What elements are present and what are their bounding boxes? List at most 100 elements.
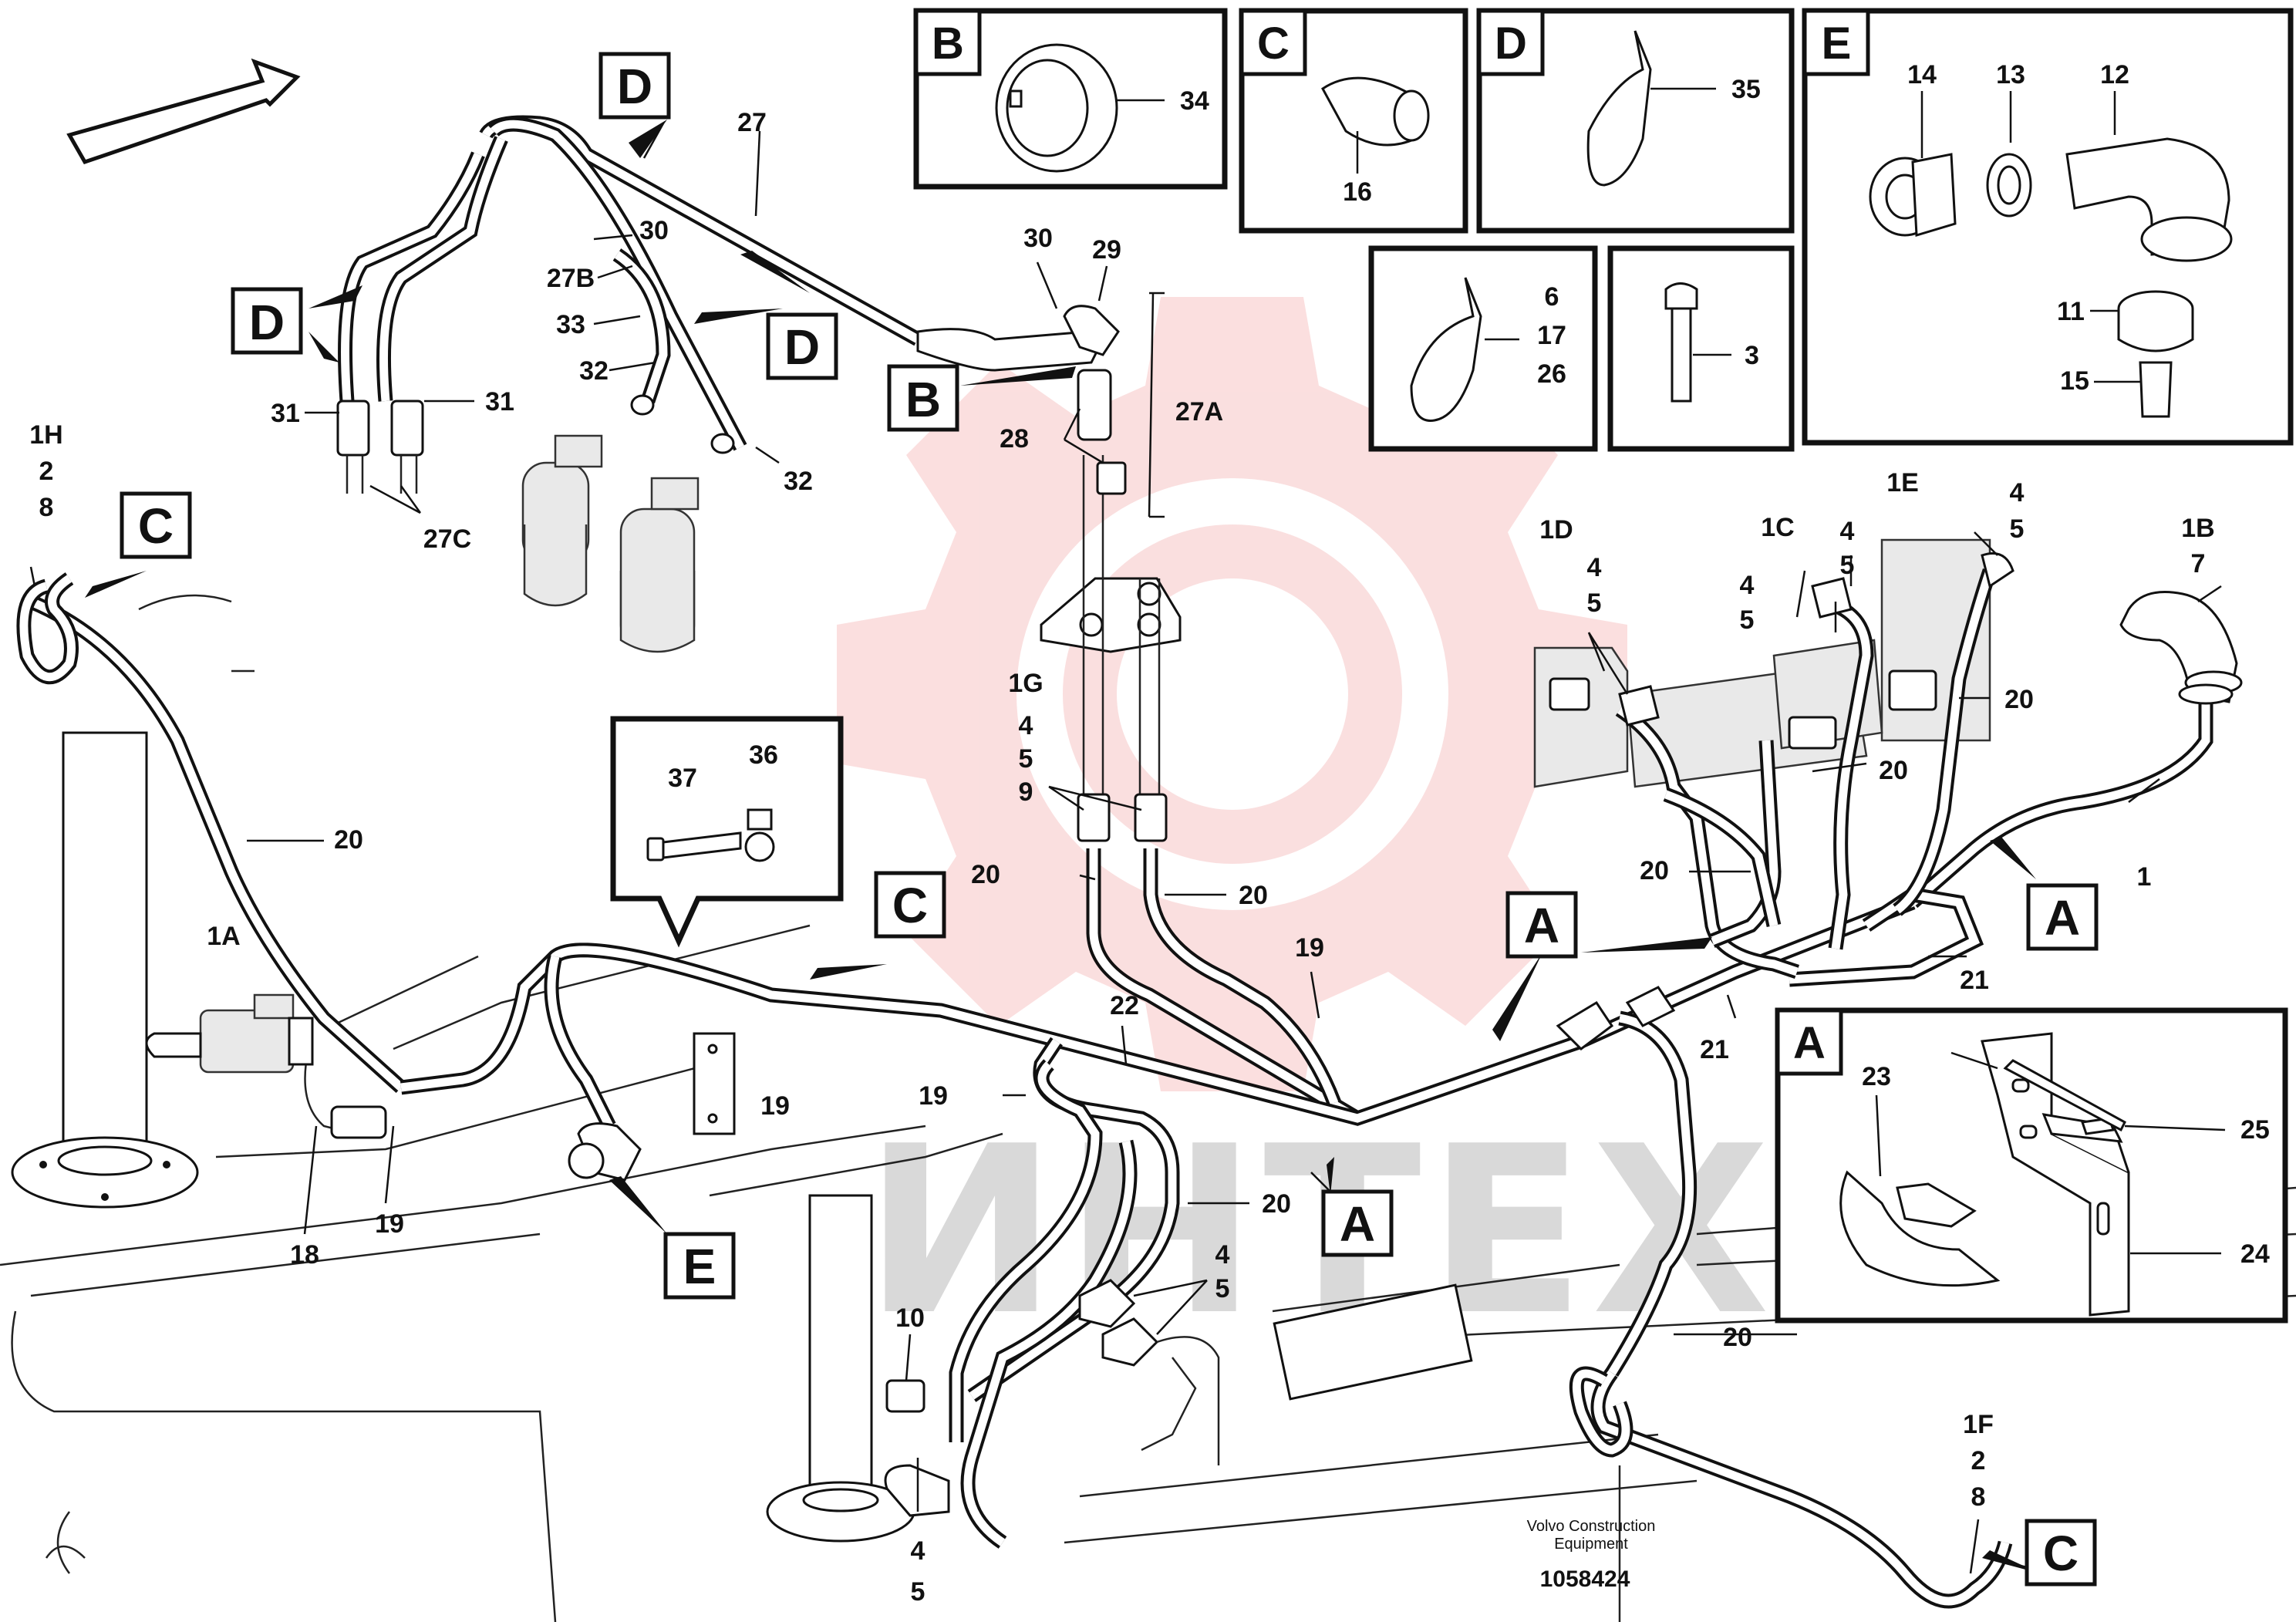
label-16: 16 xyxy=(1343,177,1372,207)
label-19b: 19 xyxy=(760,1091,790,1121)
label-27B: 27B xyxy=(547,264,595,293)
label-5g: 5 xyxy=(1019,744,1033,774)
label-3: 3 xyxy=(1745,341,1759,370)
label-32b: 32 xyxy=(784,467,813,496)
callout-B1 xyxy=(887,364,959,432)
detail-box-ties: 6 17 26 xyxy=(1368,245,1598,452)
callout-A2 xyxy=(2026,883,2099,951)
label-1F: 1F xyxy=(1963,1410,1994,1439)
label-22: 22 xyxy=(1110,991,1139,1020)
callout-tags: D D D B C C C E A A A xyxy=(120,52,2099,1587)
label-30: 30 xyxy=(639,216,669,245)
label-29: 29 xyxy=(1092,235,1121,265)
footer-company-line2: Equipment xyxy=(1554,1536,1628,1553)
hose-assembly-27 xyxy=(336,115,1101,494)
label-20-g2: 20 xyxy=(1239,881,1268,910)
drawing-number: 1058424 xyxy=(1540,1566,1630,1592)
label-37: 37 xyxy=(668,764,697,793)
label-4i: 4 xyxy=(2010,478,2025,508)
label-21a: 21 xyxy=(1960,966,1989,995)
label-1B: 1B xyxy=(2181,514,2214,543)
callout-B1-label: B xyxy=(905,372,941,427)
detail-box-D-letter: D xyxy=(1495,19,1527,69)
label-5c: 5 xyxy=(1215,1274,1230,1303)
label-25: 25 xyxy=(2240,1115,2270,1145)
footer: Volvo Construction Equipment 1058424 xyxy=(1527,1518,1656,1592)
label-31a: 31 xyxy=(271,399,300,428)
label-10: 10 xyxy=(895,1303,925,1333)
callout-A3-label: A xyxy=(1340,1196,1375,1252)
label-20-r1: 20 xyxy=(2004,685,2034,714)
label-5d: 5 xyxy=(911,1577,925,1607)
fitting-31-right xyxy=(390,400,424,457)
label-28: 28 xyxy=(1000,424,1029,454)
detail-box-A: A 23 25 24 xyxy=(1775,1007,2288,1324)
callout-D3-label: D xyxy=(784,319,820,375)
background-frame xyxy=(0,924,2296,1622)
mount-plate xyxy=(1273,1283,1473,1401)
label-19d: 19 xyxy=(919,1081,948,1111)
label-4h: 4 xyxy=(1740,571,1755,600)
label-5e: 5 xyxy=(1587,588,1602,618)
left-pillar xyxy=(11,731,199,1209)
detail-box-E: E 14 13 12 11 15 xyxy=(1802,8,2294,446)
callout-D1 xyxy=(598,52,671,120)
detail-box-C-letter: C xyxy=(1257,19,1290,69)
label-1C: 1C xyxy=(1761,513,1794,542)
label-27: 27 xyxy=(737,108,767,137)
label-20-r4: 20 xyxy=(1723,1323,1752,1352)
callout-D2 xyxy=(231,287,303,355)
detail-37-36 xyxy=(610,716,844,948)
hose-1G xyxy=(1040,305,1361,1125)
callout-A2-label: A xyxy=(2045,890,2080,946)
label-2b: 2 xyxy=(1971,1446,1986,1475)
callout-C2-label: C xyxy=(892,878,928,933)
label-36: 36 xyxy=(749,740,778,770)
callout-C2 xyxy=(874,871,946,939)
detail-box-bolt: 3 xyxy=(1607,245,1795,452)
label-17: 17 xyxy=(1537,321,1566,350)
label-1H: 1H xyxy=(29,420,62,450)
detail-box-C: C 16 xyxy=(1239,8,1468,234)
main-hose-runs xyxy=(16,538,2243,1609)
label-31b: 31 xyxy=(485,387,514,416)
label-1A: 1A xyxy=(207,922,240,951)
label-2a: 2 xyxy=(39,457,54,486)
label-18: 18 xyxy=(290,1240,319,1270)
detail-box-A-letter: A xyxy=(1793,1018,1826,1068)
leader-lines xyxy=(29,130,2222,1574)
label-12: 12 xyxy=(2100,60,2129,89)
label-32a: 32 xyxy=(579,356,609,386)
part-labels: 27 30 27B 33 32 32 31 31 27C 30 29 28 27… xyxy=(29,108,2214,1607)
label-13: 13 xyxy=(1996,60,2025,89)
detail-box-B: B 34 xyxy=(913,8,1228,190)
label-5i: 5 xyxy=(2010,514,2025,544)
label-20-g1: 20 xyxy=(971,860,1000,889)
detail-box-B-letter: B xyxy=(932,19,964,69)
callout-D3 xyxy=(766,312,838,380)
label-15: 15 xyxy=(2060,366,2089,396)
callout-C1-label: C xyxy=(138,498,174,554)
label-26: 26 xyxy=(1537,359,1566,389)
callout-E1-label: E xyxy=(683,1239,716,1294)
callout-C1 xyxy=(120,491,192,559)
label-33: 33 xyxy=(556,310,585,339)
label-7: 7 xyxy=(2191,549,2206,578)
label-4e: 4 xyxy=(1587,553,1602,582)
callout-E1 xyxy=(663,1232,736,1300)
label-19c: 19 xyxy=(1295,933,1324,963)
label-27A: 27A xyxy=(1175,397,1223,427)
detail-box-D: D 35 xyxy=(1476,8,1795,234)
footer-company-line1: Volvo Construction xyxy=(1527,1518,1656,1535)
label-8a: 8 xyxy=(39,493,54,522)
label-21b: 21 xyxy=(1700,1035,1729,1064)
fitting-31-left xyxy=(336,400,370,457)
callout-A3 xyxy=(1321,1189,1394,1257)
label-4d: 4 xyxy=(911,1536,925,1566)
label-4f: 4 xyxy=(1840,517,1855,546)
direction-arrow-icon xyxy=(66,58,301,165)
label-9g: 9 xyxy=(1019,777,1033,807)
label-5h: 5 xyxy=(1740,605,1755,635)
label-8b: 8 xyxy=(1971,1482,1986,1512)
label-1D: 1D xyxy=(1539,515,1573,545)
